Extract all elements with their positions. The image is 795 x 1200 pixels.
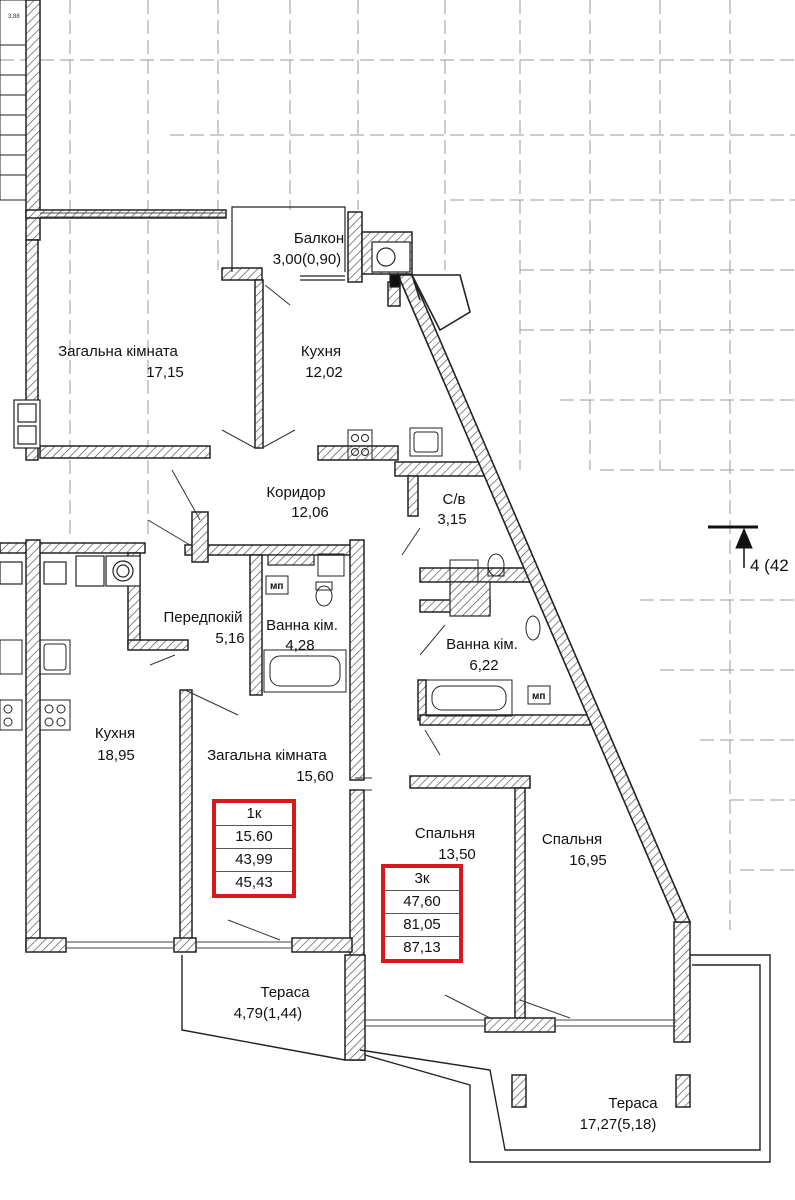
mp-box-left <box>265 575 289 595</box>
level-mark: 3,88 <box>8 14 20 20</box>
apartment-3k-gross-area: 87,13 <box>385 936 459 959</box>
bath-left-name: Ванна кім. <box>266 617 338 634</box>
terrace-small-name: Тераса <box>260 984 310 1001</box>
hall-area: 5,16 <box>215 630 244 647</box>
balcony-area: 3,00(0,90) <box>273 251 341 268</box>
balcony-name: Балкон <box>294 230 344 247</box>
diagonal-facade <box>396 274 692 923</box>
living-mid-name: Загальна кімната <box>207 747 327 764</box>
hall-name: Передпокій <box>164 609 243 626</box>
wc-area: 3,15 <box>437 511 466 528</box>
living-top-area: 17,15 <box>146 364 184 381</box>
section-label: 4 (42 <box>750 556 789 575</box>
structural-grid <box>0 0 795 930</box>
bathtub-icon <box>263 649 513 717</box>
bath-right-name: Ванна кім. <box>446 636 518 653</box>
kitchen-top-name: Кухня <box>301 343 341 360</box>
kitchen-top-area: 12,02 <box>305 364 343 381</box>
wc-name: С/в <box>443 491 466 508</box>
terrace-small-area: 4,79(1,44) <box>234 1005 302 1022</box>
stove-icon <box>0 429 373 731</box>
mp-box-right <box>527 685 551 705</box>
apartment-1k-living-area: 15.60 <box>216 825 292 848</box>
mp-label-right: мп <box>532 691 545 702</box>
section-mark <box>708 525 758 568</box>
corridor-area: 12,06 <box>291 504 329 521</box>
balcony <box>231 206 346 281</box>
bedroom-1-name: Спальня <box>415 825 475 842</box>
bath-left-area: 4,28 <box>285 637 314 654</box>
apartment-3k-total-area: 81,05 <box>385 913 459 936</box>
living-mid-area: 15,60 <box>296 768 334 785</box>
apartment-3k-living-area: 47,60 <box>385 890 459 913</box>
shaft-icon <box>0 241 491 617</box>
stairwell <box>0 0 27 201</box>
corridor-name: Коридор <box>266 484 325 501</box>
kitchen-left-name: Кухня <box>95 725 135 742</box>
kitchen-left-area: 18,95 <box>97 747 135 764</box>
apartment-box-3k: 3к 47,60 81,05 87,13 <box>381 864 463 963</box>
terrace-large-area: 17,27(5,18) <box>580 1116 657 1133</box>
terrace-outlines <box>181 954 771 1163</box>
toilet-icon <box>315 553 541 641</box>
sink-icon <box>0 427 479 675</box>
apartment-box-1k: 1к 15.60 43,99 45,43 <box>212 799 296 898</box>
bedroom-2-name: Спальня <box>542 831 602 848</box>
room-labels: Балкон 3,00(0,90) Загальна кімната 17,15… <box>58 230 658 1133</box>
bedroom-2-area: 16,95 <box>569 852 607 869</box>
bedroom-1-area: 13,50 <box>438 846 476 863</box>
windows <box>40 212 676 1027</box>
apartment-1k-type: 1к <box>246 805 262 822</box>
door-swings <box>147 284 571 1019</box>
mp-label-left: мп <box>270 581 283 592</box>
apartment-1k-gross-area: 45,43 <box>216 871 292 894</box>
living-top-name: Загальна кімната <box>58 343 178 360</box>
bath-right-area: 6,22 <box>469 657 498 674</box>
walls <box>0 0 691 1108</box>
apartment-3k-type: 3к <box>414 870 430 887</box>
apartment-1k-total-area: 43,99 <box>216 848 292 871</box>
terrace-large-name: Тераса <box>608 1095 658 1112</box>
